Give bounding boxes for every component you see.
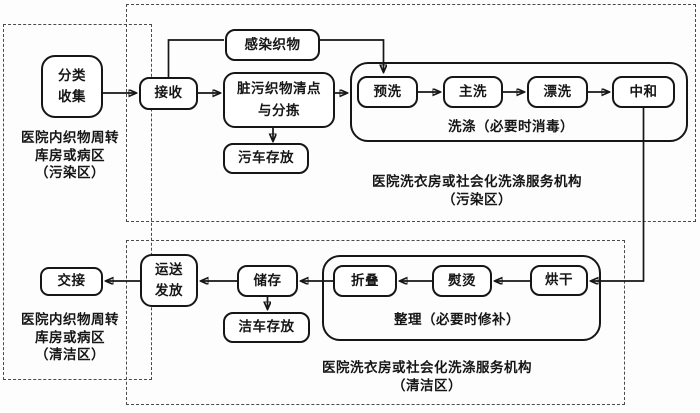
node-count-and-sort: 脏污织物清点 与分拣 [223, 72, 335, 128]
zone-hospital-turnover [3, 24, 152, 380]
node-infected-textiles: 感染织物 [225, 29, 320, 61]
node-prewash: 预洗 [357, 76, 418, 108]
zone-label-hospital-clean: 医院内织物周转 库房或病区 （清洁区） [21, 312, 119, 363]
node-main-wash: 主洗 [443, 76, 503, 108]
node-neutralize: 中和 [612, 76, 675, 108]
washing-group-box [350, 62, 688, 142]
node-dirty-cart-storage: 污车存放 [223, 143, 309, 174]
node-handover: 交接 [40, 267, 103, 296]
node-receive: 接收 [139, 77, 198, 110]
node-clean-cart-storage: 洁车存放 [223, 312, 310, 343]
zone-label-hospital-contaminated: 医院内织物周转 库房或病区 （污染区） [21, 130, 119, 181]
node-dry: 烘干 [530, 265, 588, 296]
node-storage: 储存 [237, 265, 298, 297]
washing-group-caption: 洗涤（必要时消毒） [448, 119, 574, 134]
finishing-group-box [322, 255, 601, 341]
node-rinse: 漂洗 [527, 76, 588, 108]
finishing-group-caption: 整理（必要时修补） [394, 312, 520, 327]
zone-laundry-contaminated [126, 4, 696, 222]
node-iron: 熨烫 [432, 265, 492, 297]
node-classified-collection: 分类 收集 [41, 55, 103, 118]
zone-label-laundry-clean: 医院洗衣房或社会化洗涤服务机构 （清洁区） [322, 360, 532, 393]
node-fold: 折叠 [333, 265, 397, 297]
node-transport-dispatch: 运送 发放 [140, 254, 198, 307]
zone-laundry-clean [126, 240, 625, 405]
zone-label-laundry-contaminated: 医院洗衣房或社会化洗涤服务机构 （污染区） [372, 174, 582, 207]
